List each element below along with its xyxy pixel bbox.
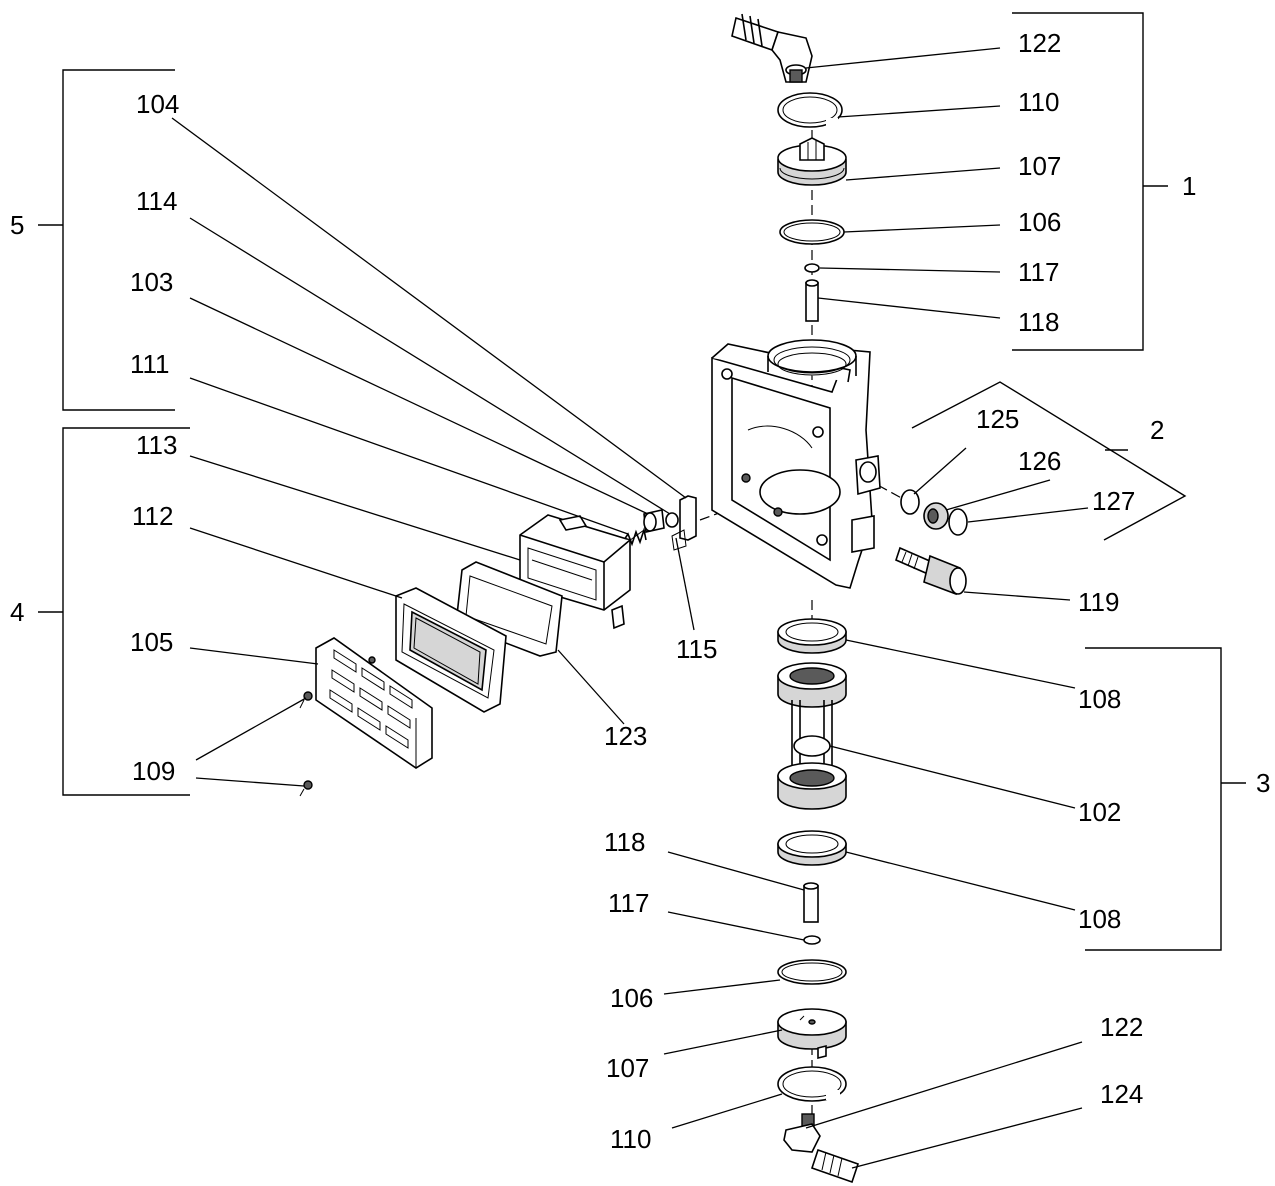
label-102: 102 xyxy=(1078,797,1121,827)
seat-126 xyxy=(923,502,949,530)
label-109: 109 xyxy=(132,756,175,786)
bushing-114 xyxy=(665,512,679,528)
plunger-103 xyxy=(643,509,665,533)
oring-117-top xyxy=(804,263,820,273)
group-label-4: 4 xyxy=(10,597,24,627)
fitting-119 xyxy=(895,546,967,596)
label-107-bottom: 107 xyxy=(606,1053,649,1083)
label-107-top: 107 xyxy=(1018,151,1061,181)
label-126: 126 xyxy=(1018,446,1061,476)
group-label-1: 1 xyxy=(1182,171,1196,201)
label-108-upper: 108 xyxy=(1078,684,1121,714)
pin-118-bottom xyxy=(803,882,819,923)
label-113: 113 xyxy=(136,430,177,460)
cap-107-top xyxy=(777,137,847,186)
label-115: 115 xyxy=(676,634,717,664)
housing-113 xyxy=(519,514,631,630)
retaining-ring-110-bottom xyxy=(777,1066,847,1102)
label-103: 103 xyxy=(130,267,173,297)
oring-127 xyxy=(948,508,968,536)
valve-body xyxy=(711,339,881,589)
label-118-bottom: 118 xyxy=(604,827,645,857)
group-label-2: 2 xyxy=(1150,415,1164,445)
screw-109-lower xyxy=(299,780,313,797)
label-125: 125 xyxy=(976,404,1019,434)
ball-guide-102 xyxy=(777,662,847,810)
label-123: 123 xyxy=(604,721,647,751)
label-112: 112 xyxy=(132,501,173,531)
label-114: 114 xyxy=(136,186,177,216)
leader-lines xyxy=(171,47,1089,1169)
label-111: 111 xyxy=(130,349,170,379)
pin-118-top xyxy=(805,279,819,322)
group-labels: 1 2 3 4 5 xyxy=(10,171,1270,798)
frame-112 xyxy=(395,587,507,713)
label-122-bottom: 122 xyxy=(1100,1012,1143,1042)
label-108-lower: 108 xyxy=(1078,904,1121,934)
label-127: 127 xyxy=(1092,486,1135,516)
label-110-bottom: 110 xyxy=(610,1124,651,1154)
label-117-bottom: 117 xyxy=(608,888,649,918)
oring-106-bottom xyxy=(777,959,847,985)
cap-107-bottom xyxy=(777,1008,847,1060)
grille-105 xyxy=(315,637,433,769)
label-124: 124 xyxy=(1100,1079,1143,1109)
oring-125 xyxy=(900,489,920,515)
label-106-bottom: 106 xyxy=(610,983,653,1013)
seat-108-upper xyxy=(777,618,847,654)
retaining-ring-110-top xyxy=(777,92,843,128)
top-fitting-122 xyxy=(731,13,813,83)
label-105: 105 xyxy=(130,627,173,657)
oring-106-top xyxy=(779,219,845,245)
part-labels: 122 110 107 106 117 118 104 114 103 111 … xyxy=(130,28,1143,1154)
oring-117-bottom xyxy=(803,935,821,945)
clip-104 xyxy=(671,495,697,551)
label-119: 119 xyxy=(1078,587,1119,617)
label-110-top: 110 xyxy=(1018,87,1059,117)
label-117-top: 117 xyxy=(1018,257,1059,287)
label-122-top: 122 xyxy=(1018,28,1061,58)
fitting-124 xyxy=(810,1148,860,1184)
fitting-122-bottom xyxy=(783,1113,821,1153)
label-106-top: 106 xyxy=(1018,207,1061,237)
label-118-top: 118 xyxy=(1018,307,1059,337)
group-label-3: 3 xyxy=(1256,768,1270,798)
group-label-5: 5 xyxy=(10,210,24,240)
label-104: 104 xyxy=(136,89,179,119)
group-brackets xyxy=(38,12,1246,951)
seat-108-lower xyxy=(777,830,847,866)
